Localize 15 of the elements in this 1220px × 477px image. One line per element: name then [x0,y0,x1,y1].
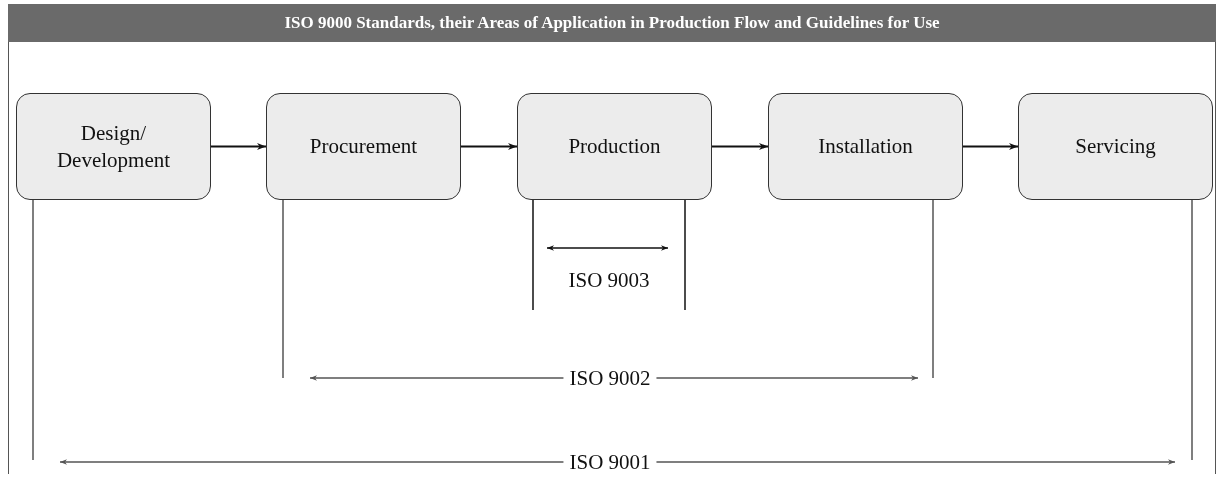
process-label: Procurement [309,133,418,160]
process-box [266,93,461,200]
title: ISO 9000 Standards, their Areas of Application in Production Flow and Guidelines for Use [284,13,940,33]
process-box [768,93,963,200]
process-box [1018,93,1213,200]
arrow [210,142,267,151]
arrow [460,142,518,151]
process-label: Servicing [1075,133,1156,160]
process-label: Production [568,133,661,160]
process-box [16,93,211,200]
process-box [517,93,712,200]
process-label: Installation [818,133,913,160]
arrow [962,142,1019,151]
process-label: Design/ Development [55,120,172,173]
arrow [711,142,769,151]
